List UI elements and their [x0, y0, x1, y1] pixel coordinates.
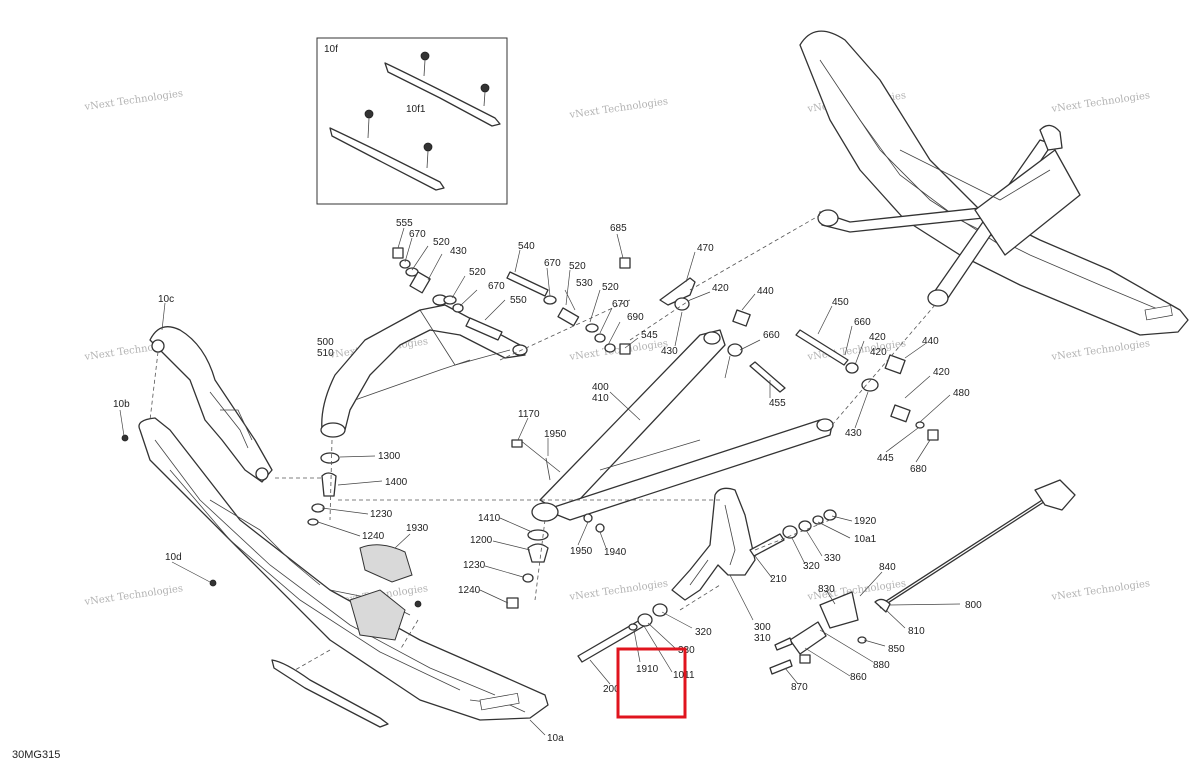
part-label: 520 [433, 237, 450, 248]
assembly-lines [275, 214, 936, 611]
part-label: 1920 [854, 516, 877, 527]
lower-a-arm [531, 329, 834, 522]
part-label: 410 [592, 393, 609, 404]
upper-a-arm [320, 294, 528, 438]
part-label: 510 [317, 348, 334, 359]
part-label: 670 [488, 281, 505, 292]
part-label: 670 [612, 299, 629, 310]
part-label: 1300 [378, 451, 401, 462]
part-label: 520 [569, 261, 586, 272]
part-label: 680 [910, 464, 927, 475]
part-label: 320 [695, 627, 712, 638]
inset-label-10f1: 10f1 [406, 104, 426, 115]
part-label: 685 [610, 223, 627, 234]
drawing-id: 30MG315 [12, 749, 60, 761]
part-label: 670 [409, 229, 426, 240]
part-label: 430 [661, 346, 678, 357]
part-label: 520 [602, 282, 619, 293]
part-label: 420 [712, 283, 729, 294]
part-label: 1950 [544, 429, 567, 440]
part-label: 200 [603, 684, 620, 695]
part-label: 520 [469, 267, 486, 278]
part-label: 670 [544, 258, 561, 269]
part-label: 300 [754, 622, 771, 633]
part-label: 420 [933, 367, 950, 378]
part-label: 860 [850, 672, 867, 683]
watermark: vNext Technologies [1050, 338, 1151, 363]
part-label: 530 [576, 278, 593, 289]
inset-runner-detail: 10f 10f1 [316, 37, 508, 205]
part-label: 1950 [570, 546, 593, 557]
tie-rod-assembly [769, 479, 1076, 675]
part-label: 1230 [463, 560, 486, 571]
watermark: vNext Technologies [568, 578, 669, 603]
part-label: 555 [396, 218, 413, 229]
part-label: 455 [769, 398, 786, 409]
highlight-box [616, 647, 687, 719]
part-label: 1170 [518, 409, 540, 420]
part-label: 540 [518, 241, 535, 252]
part-label: 430 [845, 428, 862, 439]
part-label: 420 [869, 332, 886, 343]
part-label: 450 [832, 297, 849, 308]
part-label: 440 [757, 286, 774, 297]
leader-lines [119, 227, 961, 736]
part-label: 10a1 [854, 534, 877, 545]
part-label: 500 [317, 337, 334, 348]
part-label: 400 [592, 382, 609, 393]
part-label: 470 [697, 243, 714, 254]
part-label: 1240 [362, 531, 385, 542]
part-label: 10d [165, 552, 182, 563]
part-label: 10c [158, 294, 174, 305]
watermark: vNext Technologies [568, 96, 669, 121]
part-label: 810 [908, 626, 925, 637]
ball-joints [307, 439, 605, 609]
part-label: 10a [547, 733, 564, 744]
part-label: 430 [450, 246, 467, 257]
part-label: 1930 [406, 523, 429, 534]
part-label: 800 [965, 600, 982, 611]
part-label: 330 [824, 553, 841, 564]
part-label: 840 [879, 562, 896, 573]
part-label: 660 [854, 317, 871, 328]
part-label: 1200 [470, 535, 493, 546]
part-label: 1410 [478, 513, 501, 524]
part-label: 210 [770, 574, 787, 585]
inset-label-10f: 10f [324, 44, 338, 55]
part-label: 550 [510, 295, 527, 306]
part-label: 830 [818, 584, 835, 595]
watermark: vNext Technologies [1050, 90, 1151, 115]
hardware-stacks [392, 247, 939, 441]
part-labels: 555 670 520 430 540 670 520 685 470 520 … [113, 218, 982, 744]
part-label: 545 [641, 330, 658, 341]
part-label: 1910 [636, 664, 659, 675]
part-label: 330 [678, 645, 695, 656]
watermark: vNext Technologies [83, 583, 184, 608]
part-label: 870 [791, 682, 808, 693]
part-label: 1400 [385, 477, 408, 488]
spindle-bracket [577, 487, 837, 663]
part-label: 1940 [604, 547, 627, 558]
part-label: 10b [113, 399, 130, 410]
part-label: 440 [922, 336, 939, 347]
watermark: vNext Technologies [568, 338, 669, 363]
part-label: 1230 [370, 509, 393, 520]
right-ski-assembly [799, 30, 1189, 336]
part-label: 420 [870, 347, 887, 358]
part-label: 1240 [458, 585, 481, 596]
watermark: vNext Technologies [83, 88, 184, 113]
part-label: 445 [877, 453, 894, 464]
part-label: 480 [953, 388, 970, 399]
part-label: 880 [873, 660, 890, 671]
part-label: 850 [888, 644, 905, 655]
watermark: vNext Technologies [1050, 578, 1151, 603]
part-label: 690 [627, 312, 644, 323]
part-label: 660 [763, 330, 780, 341]
part-label: 310 [754, 633, 771, 644]
left-ski-assembly [121, 326, 549, 728]
part-label: 320 [803, 561, 820, 572]
